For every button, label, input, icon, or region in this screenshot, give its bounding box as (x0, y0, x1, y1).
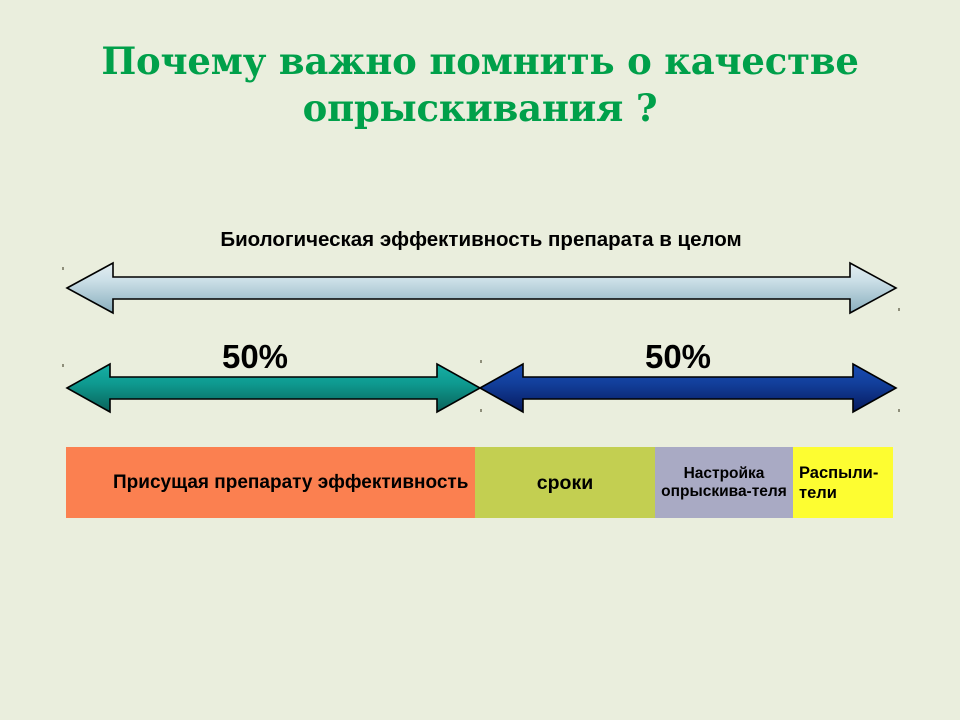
bar-segment-label: Распыли-тели (799, 463, 879, 502)
bar-segment-sprayer-setup: Настройка опрыскива-теля (655, 447, 793, 518)
artifact-tick (62, 267, 64, 270)
artifact-tick (480, 409, 482, 412)
page-title-line-2: опрыскивания ? (302, 86, 658, 130)
artifact-tick (898, 308, 900, 311)
bar-segment-timing: сроки (475, 447, 655, 518)
bar-segment-inherent-effectiveness: Присущая препарату эффективность (66, 447, 475, 518)
bar-segment-nozzles: Распыли-тели (793, 447, 893, 518)
right-half-percent-label: 50% (644, 338, 712, 375)
artifact-tick (898, 409, 900, 412)
page-title-line-1: Почему важно помнить о качестве (101, 39, 859, 83)
bar-segment-label: сроки (536, 471, 594, 494)
artifact-tick (480, 360, 482, 363)
overall-effectiveness-arrow (65, 261, 898, 315)
left-half-percent-label: 50% (221, 338, 289, 375)
overall-effectiveness-caption: Биологическая эффективность препарата в … (220, 228, 742, 251)
factor-breakdown-bar: Присущая препарату эффективность сроки Н… (66, 447, 893, 518)
bar-segment-label: Присущая препарату эффективность (113, 472, 469, 493)
page-title: Почему важно помнить о качестве опрыскив… (60, 38, 900, 132)
bar-segment-label: Настройка опрыскива-теля (661, 464, 787, 500)
artifact-tick (62, 364, 64, 367)
